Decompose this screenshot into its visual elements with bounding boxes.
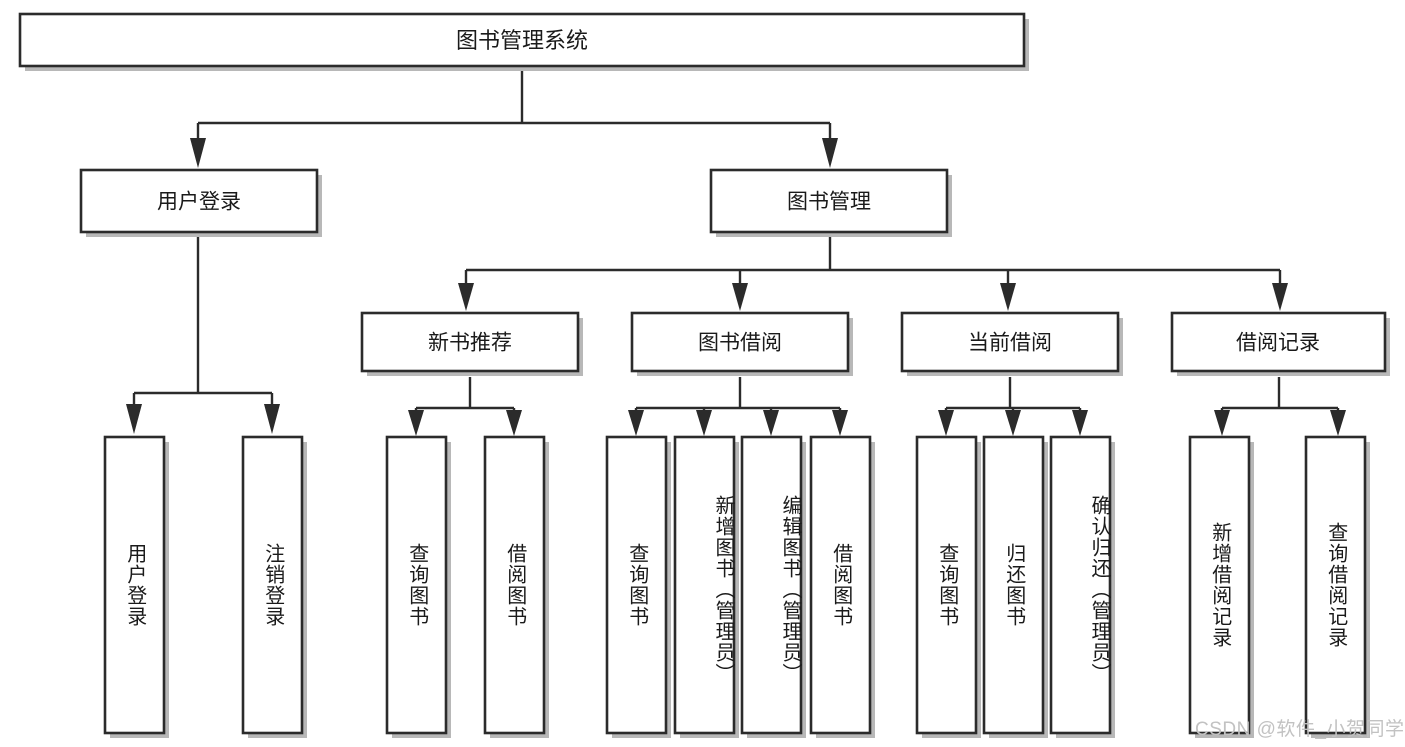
leaf-box[interactable] xyxy=(673,435,736,735)
arrow-head-icon xyxy=(1005,410,1021,436)
leaf-box[interactable] xyxy=(982,435,1045,735)
arrow-head-icon xyxy=(696,410,712,436)
arrow-head-icon xyxy=(458,283,474,311)
connector-group-current-borrow xyxy=(938,377,1088,436)
leaf-box[interactable] xyxy=(740,435,803,735)
node-label-new-book: 新书推荐 xyxy=(428,332,512,355)
arrow-head-icon xyxy=(1272,283,1288,311)
node-box-current-borrow[interactable] xyxy=(900,311,1120,373)
arrow-head-icon xyxy=(1000,283,1016,311)
connector-group-book-borrow xyxy=(628,377,848,436)
leaf-box[interactable] xyxy=(809,435,872,735)
leaf-box[interactable] xyxy=(241,435,304,735)
node-box-user-login[interactable] xyxy=(79,168,319,234)
connector-group-borrow-record xyxy=(1214,377,1346,436)
leaf-box[interactable] xyxy=(1049,435,1112,735)
leaf-box[interactable] xyxy=(1304,435,1367,735)
connector-group-book-mgmt xyxy=(458,234,1288,311)
node-box-book-mgmt[interactable] xyxy=(709,168,949,234)
root-node-label: 图书管理系统 xyxy=(456,28,588,53)
arrow-head-icon xyxy=(628,410,644,436)
connector-group-user-login xyxy=(126,234,280,434)
arrow-head-icon xyxy=(126,404,142,434)
node-label-book-mgmt: 图书管理 xyxy=(787,191,871,214)
arrow-head-icon xyxy=(763,410,779,436)
node-box-new-book[interactable] xyxy=(360,311,580,373)
node-label-borrow-record: 借阅记录 xyxy=(1236,332,1320,355)
leaf-box[interactable] xyxy=(915,435,978,735)
node-box-borrow-record[interactable] xyxy=(1170,311,1387,373)
arrow-head-icon xyxy=(506,410,522,436)
connector-group-root xyxy=(190,68,838,168)
node-label-current-borrow: 当前借阅 xyxy=(968,332,1052,355)
arrow-head-icon xyxy=(1330,410,1346,436)
arrow-head-icon xyxy=(822,138,838,168)
arrow-head-icon xyxy=(264,404,280,434)
arrow-head-icon xyxy=(1214,410,1230,436)
arrow-head-icon xyxy=(1072,410,1088,436)
connector-group-new-book xyxy=(408,377,522,436)
leaf-box[interactable] xyxy=(1188,435,1251,735)
arrow-head-icon xyxy=(938,410,954,436)
leaf-box[interactable] xyxy=(103,435,166,735)
arrow-head-icon xyxy=(732,283,748,311)
arrow-head-icon xyxy=(832,410,848,436)
node-box-book-borrow[interactable] xyxy=(630,311,850,373)
leaf-box[interactable] xyxy=(605,435,668,735)
root-node-box[interactable] xyxy=(18,12,1026,68)
leaf-box[interactable] xyxy=(483,435,546,735)
leaf-box[interactable] xyxy=(385,435,448,735)
node-label-user-login: 用户登录 xyxy=(157,191,241,214)
watermark-text: CSDN @软件_小贺同学 xyxy=(1195,719,1405,740)
arrow-head-icon xyxy=(408,410,424,436)
arrow-head-icon xyxy=(190,138,206,168)
node-label-book-borrow: 图书借阅 xyxy=(698,332,782,355)
